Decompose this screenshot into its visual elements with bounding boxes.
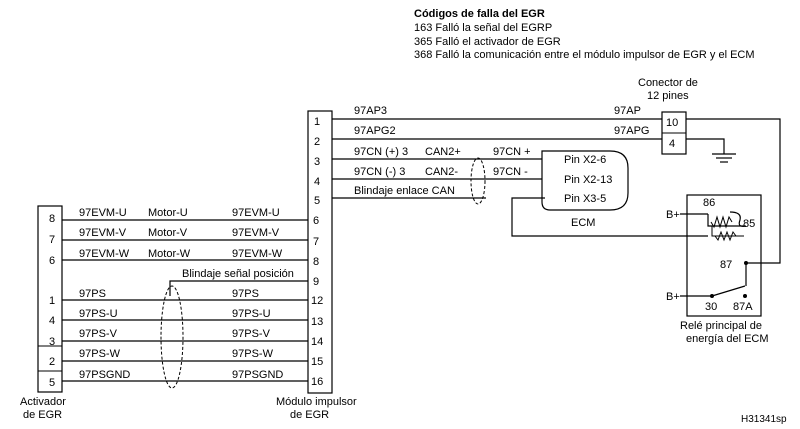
relay-pin-30: 30 — [705, 301, 717, 313]
ecm-pin-x3-5-terminal — [545, 195, 551, 201]
egr-actuator — [37, 205, 63, 393]
wire-97ps-right: 97PS — [232, 288, 259, 300]
wire-motor-u-label: Motor-U — [148, 207, 188, 219]
relay-pin-86: 86 — [703, 197, 715, 209]
wire-97psgnd-left: 97PSGND — [79, 369, 130, 381]
module-pin-8: 8 — [313, 256, 319, 268]
module-pin-16: 16 — [311, 376, 323, 388]
fault-code-365: 365 Falló el activador de EGR — [414, 36, 561, 48]
wire-97evm-v-left: 97EVM-V — [79, 227, 127, 239]
wire-connector-to-relay-87 — [686, 118, 781, 264]
wire-97cn-plus-right-label: 97CN + — [493, 146, 531, 158]
connector-pin-4: 4 — [669, 138, 675, 150]
module-pin-5: 5 — [314, 195, 320, 207]
connector-label-line2: 12 pines — [647, 90, 689, 102]
wire-position-shield-label: Blindaje señal posición — [182, 268, 294, 280]
module-pin-15: 15 — [311, 356, 323, 368]
actuator-pin-5: 5 — [49, 377, 55, 389]
ecm-connector-box — [541, 150, 629, 211]
ecm-pin-x2-13-terminal — [545, 176, 551, 182]
wire-97ps-u-right: 97PS-U — [232, 308, 271, 320]
fault-code-163: 163 Falló la señal del EGRP — [414, 22, 552, 34]
actuator-pin-8: 8 — [49, 213, 55, 225]
relay-pin-87: 87 — [720, 259, 732, 271]
actuator-pin-3: 3 — [49, 336, 55, 348]
wire-97cn-minus-right-label: 97CN - — [493, 166, 528, 178]
wire-motor-w-label: Motor-W — [148, 248, 191, 260]
module-pin-4: 4 — [314, 176, 320, 188]
module-pin-3: 3 — [314, 156, 320, 168]
relay-pin-85: 85 — [743, 218, 755, 230]
relay-switch — [711, 285, 746, 297]
wire-97ps-v-right: 97PS-V — [232, 328, 271, 340]
module-pin-14: 14 — [311, 336, 323, 348]
wire-97ap-label: 97AP — [614, 105, 641, 117]
actuator-pin-1: 1 — [49, 295, 55, 307]
actuator-pin-6: 6 — [49, 255, 55, 267]
relay-label-line2: energía del ECM — [686, 333, 769, 345]
ecm-main-power-relay — [686, 194, 762, 317]
relay-resistor — [714, 230, 737, 242]
wire-97evm-w-right: 97EVM-W — [232, 248, 283, 260]
wire-can2-minus-label: CAN2- — [425, 166, 458, 178]
wire-97evm-u-right: 97EVM-U — [232, 207, 280, 219]
module-label-line2: de EGR — [290, 409, 329, 421]
figure-id: H31341sp — [741, 414, 787, 425]
wire-97ps-left: 97PS — [79, 288, 106, 300]
actuator-label-line2: de EGR — [23, 409, 62, 421]
wire-97ps-u-left: 97PS-U — [79, 308, 118, 320]
wire-97ap3-label: 97AP3 — [354, 105, 387, 117]
wire-connector-to-ground — [686, 138, 725, 154]
ecm-pin-x2-6: Pin X2-6 — [564, 154, 606, 166]
actuator-pin-4: 4 — [49, 315, 55, 327]
relay-coil — [710, 215, 733, 229]
wire-97apg2-label: 97APG2 — [354, 125, 396, 137]
wire-97evm-v-right: 97EVM-V — [232, 227, 280, 239]
relay-pin-87a: 87A — [733, 301, 753, 313]
wire-97evm-u-left: 97EVM-U — [79, 207, 127, 219]
wire-motor-v-label: Motor-V — [148, 227, 188, 239]
module-pin-12: 12 — [311, 295, 323, 307]
wire-can-shield-label: Blindaje enlace CAN — [354, 185, 455, 197]
relay-label-line1: Relé principal de — [680, 320, 762, 332]
position-sensor-shield — [160, 285, 184, 389]
wire-position-shield — [169, 280, 308, 296]
wire-97ps-w-right: 97PS-W — [232, 348, 274, 360]
fault-code-368: 368 Falló la comunicación entre el módul… — [414, 49, 755, 61]
module-pin-2: 2 — [314, 136, 320, 148]
wire-can2-plus-label: CAN2+ — [425, 146, 461, 158]
relay-b-plus-2: B+ — [666, 291, 680, 303]
module-pin-13: 13 — [311, 316, 323, 328]
fault-codes-title: Códigos de falla del EGR — [414, 8, 545, 20]
egr-driver-module — [307, 110, 333, 394]
module-pin-9: 9 — [313, 276, 319, 288]
ecm-label: ECM — [571, 217, 595, 229]
actuator-label-line1: Activador — [20, 396, 66, 408]
module-pin-6: 6 — [313, 215, 319, 227]
wire-97ps-w-left: 97PS-W — [79, 348, 121, 360]
module-pin-1: 1 — [314, 116, 320, 128]
module-label-line1: Módulo impulsor — [276, 396, 357, 408]
connector-pin-10: 10 — [666, 117, 678, 129]
relay-b-plus-1: B+ — [666, 209, 680, 221]
wire-ecm-to-relay — [511, 197, 708, 237]
wire-97ps-v-left: 97PS-V — [79, 328, 118, 340]
actuator-pin-2: 2 — [49, 356, 55, 368]
connector-label-line1: Conector de — [638, 77, 698, 89]
ecm-pin-x3-5: Pin X3-5 — [564, 193, 606, 205]
module-pin-7: 7 — [313, 236, 319, 248]
relay-contact — [729, 211, 747, 227]
can-twisted-pair-shield — [470, 157, 486, 205]
actuator-pin-7: 7 — [49, 234, 55, 246]
wire-97cn-plus-label: 97CN (+) 3 — [354, 146, 408, 158]
wire-97cn-minus-label: 97CN (-) 3 — [354, 166, 405, 178]
ecm-pin-x2-6-terminal — [545, 156, 551, 162]
wire-97psgnd-right: 97PSGND — [232, 369, 283, 381]
wire-97apg-label: 97APG — [614, 125, 649, 137]
ecm-pin-x2-13: Pin X2-13 — [564, 174, 612, 186]
wire-97evm-w-left: 97EVM-W — [79, 248, 130, 260]
